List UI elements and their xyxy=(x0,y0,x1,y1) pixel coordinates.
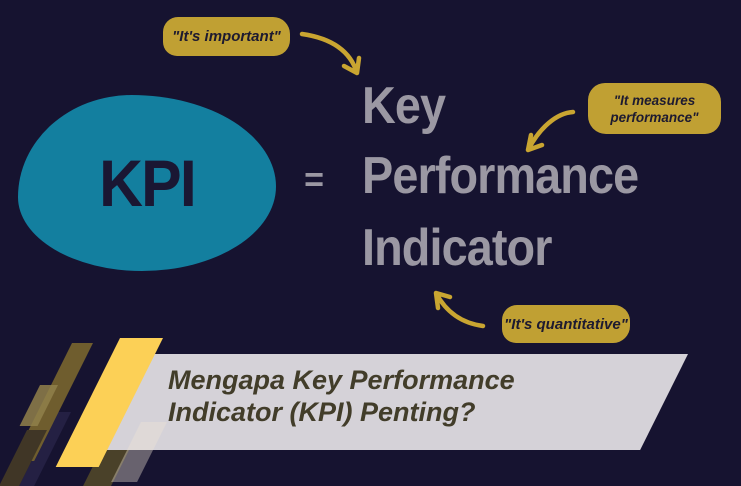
curved-arrow-up-left-icon xyxy=(433,290,486,329)
annotation-quantitative-label: "It's quantitative" xyxy=(504,315,628,333)
headline-key: Key xyxy=(362,77,446,135)
annotation-measures-label: "It measures performance" xyxy=(610,92,698,126)
annotation-important-label: "It's important" xyxy=(172,28,281,45)
annotation-measures: "It measures performance" xyxy=(588,83,721,134)
kpi-abbreviation: KPI xyxy=(99,146,197,220)
annotation-measures-line2: performance" xyxy=(610,109,699,125)
curved-arrow-down-right-icon xyxy=(299,31,362,76)
banner-question-line2: Indicator (KPI) Penting? xyxy=(168,397,476,427)
annotation-measures-line1: "It measures xyxy=(613,92,696,108)
curved-arrow-down-left-icon xyxy=(525,109,576,153)
banner-question: Mengapa Key Performance Indicator (KPI) … xyxy=(168,364,515,428)
annotation-quantitative: "It's quantitative" xyxy=(502,305,630,343)
equals-sign: = xyxy=(304,161,324,199)
headline-indicator: Indicator xyxy=(362,219,552,277)
headline-performance: Performance xyxy=(362,147,639,205)
annotation-important: "It's important" xyxy=(163,17,290,56)
banner-question-line1: Mengapa Key Performance xyxy=(168,365,515,395)
kpi-blob: KPI xyxy=(18,95,276,271)
